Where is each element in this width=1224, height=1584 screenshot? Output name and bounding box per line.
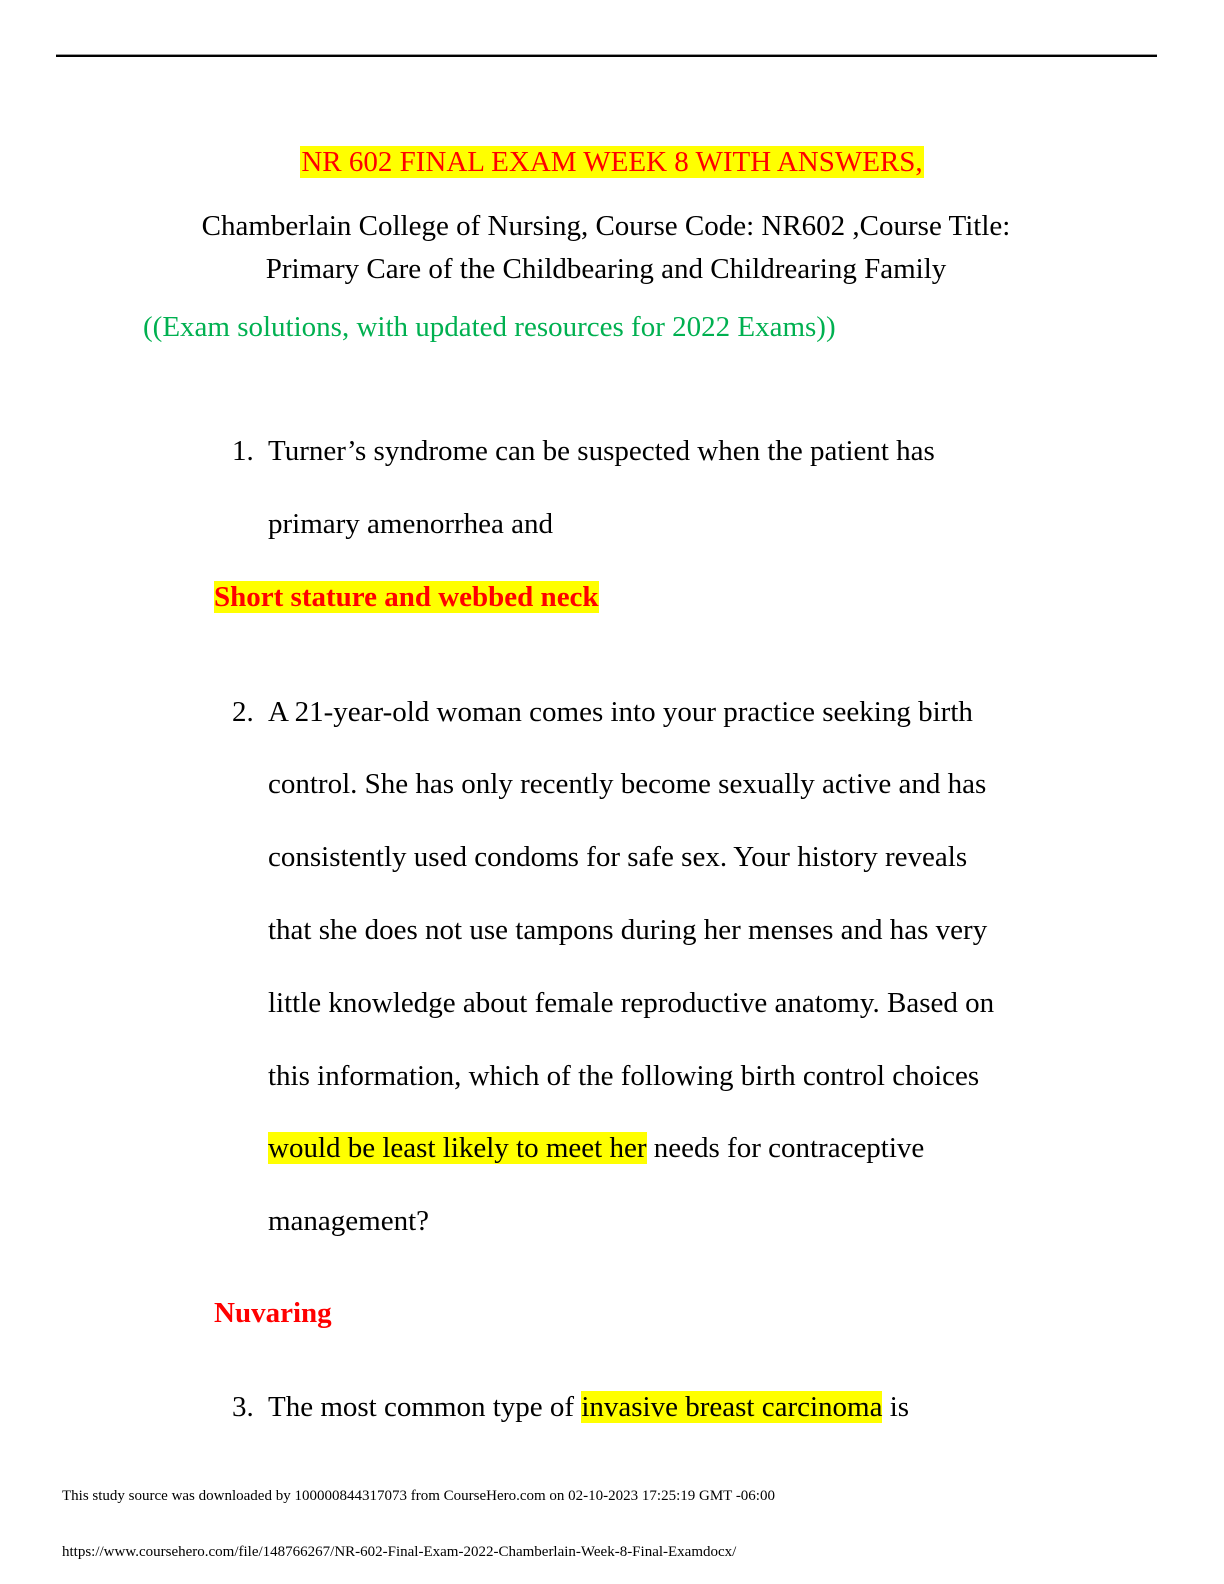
question-line: control. She has only recently become se…: [268, 768, 987, 800]
answer-text: Short stature and webbed neck: [214, 579, 599, 615]
question-line: A 21-year-old woman comes into your prac…: [268, 696, 973, 728]
course-info: Chamberlain College of Nursing, Course C…: [0, 205, 1212, 291]
course-info-line-1: Chamberlain College of Nursing, Course C…: [201, 210, 1011, 242]
course-info-line-2: Primary Care of the Childbearing and Chi…: [265, 253, 947, 285]
question-line-rest: needs for contraceptive: [646, 1132, 925, 1164]
question-line: primary amenorrhea and: [268, 508, 554, 540]
document-title-text: NR 602 FINAL EXAM WEEK 8 WITH ANSWERS,: [300, 146, 924, 178]
question-line: consistently used condoms for safe sex. …: [268, 841, 968, 873]
question-line: little knowledge about female reproducti…: [268, 987, 995, 1019]
question-number: 1.: [232, 435, 254, 467]
highlighted-phrase: would be least likely to meet her: [268, 1132, 647, 1164]
question-line: would be least likely to meet her needs …: [268, 1130, 924, 1166]
question-number: 3.: [232, 1391, 254, 1423]
exam-note: ((Exam solutions, with updated resources…: [143, 311, 836, 343]
answer-text: Nuvaring: [214, 1297, 332, 1329]
question-line-pre: The most common type of: [268, 1391, 582, 1423]
document-title: NR 602 FINAL EXAM WEEK 8 WITH ANSWERS,: [0, 144, 1224, 180]
question-line: that she does not use tampons during her…: [268, 914, 988, 946]
download-note: This study source was downloaded by 1000…: [62, 1488, 775, 1504]
question-line: Turner’s syndrome can be suspected when …: [268, 435, 935, 467]
answer-highlight: Short stature and webbed neck: [214, 581, 599, 613]
source-url[interactable]: https://www.coursehero.com/file/14876626…: [62, 1544, 737, 1560]
question-line: management?: [268, 1205, 430, 1237]
question-line-post: is: [882, 1391, 910, 1423]
highlighted-phrase: invasive breast carcinoma: [581, 1391, 883, 1423]
question-number: 2.: [232, 696, 254, 728]
header-rule: [56, 54, 1157, 57]
question-line: this information, which of the following…: [268, 1060, 980, 1092]
question-line: The most common type of invasive breast …: [268, 1389, 909, 1425]
